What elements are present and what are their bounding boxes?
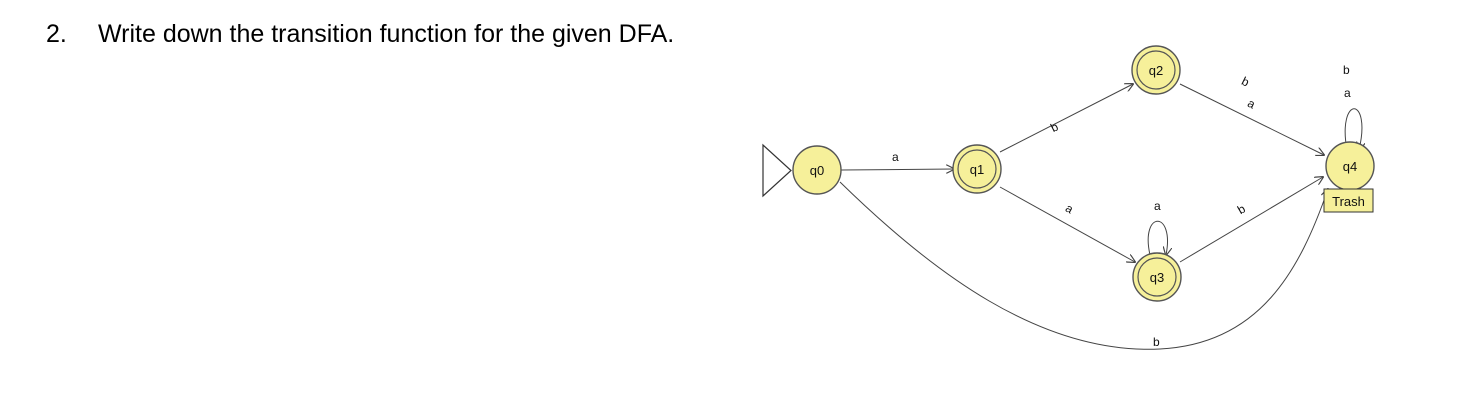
state-q0: q0 bbox=[792, 145, 842, 195]
state-q3: q3 bbox=[1132, 252, 1182, 302]
state-q2: q2 bbox=[1131, 45, 1181, 95]
label-q1-q3: a bbox=[1063, 201, 1076, 217]
label-q2-q4-a: a bbox=[1245, 96, 1257, 112]
question-text: Write down the transition function for t… bbox=[98, 20, 675, 48]
loop-q3 bbox=[1147, 220, 1167, 255]
label-loop-q4-b: b bbox=[1343, 63, 1350, 77]
label-q0-q1: a bbox=[892, 150, 899, 164]
question-number: 2. bbox=[46, 20, 67, 48]
state-label-q0: q0 bbox=[810, 163, 824, 178]
state-label-q2: q2 bbox=[1149, 63, 1163, 78]
edge-q1-q2 bbox=[999, 84, 1133, 153]
edge-q2-q4 bbox=[1179, 83, 1324, 155]
label-loop-q4-a: a bbox=[1344, 86, 1351, 100]
state-q4: q4 bbox=[1325, 141, 1375, 191]
state-label-q3: q3 bbox=[1150, 270, 1164, 285]
edge-q0-q4 bbox=[839, 181, 1328, 350]
trash-label-text: Trash bbox=[1332, 194, 1365, 209]
edge-q0-q1 bbox=[840, 169, 954, 170]
label-q2-q4-b: b bbox=[1239, 74, 1251, 90]
edge-q1-q3 bbox=[999, 186, 1135, 262]
label-loop-q3: a bbox=[1154, 199, 1161, 213]
edge-q3-q4 bbox=[1179, 177, 1323, 263]
state-q1: q1 bbox=[952, 144, 1002, 194]
trash-label: Trash bbox=[1323, 188, 1374, 213]
state-label-q4: q4 bbox=[1343, 159, 1357, 174]
start-arrow bbox=[762, 143, 792, 198]
loop-q4 bbox=[1344, 108, 1362, 150]
state-label-q1: q1 bbox=[970, 162, 984, 177]
label-q0-q4: b bbox=[1153, 335, 1160, 349]
label-q3-q4: b bbox=[1235, 201, 1248, 217]
